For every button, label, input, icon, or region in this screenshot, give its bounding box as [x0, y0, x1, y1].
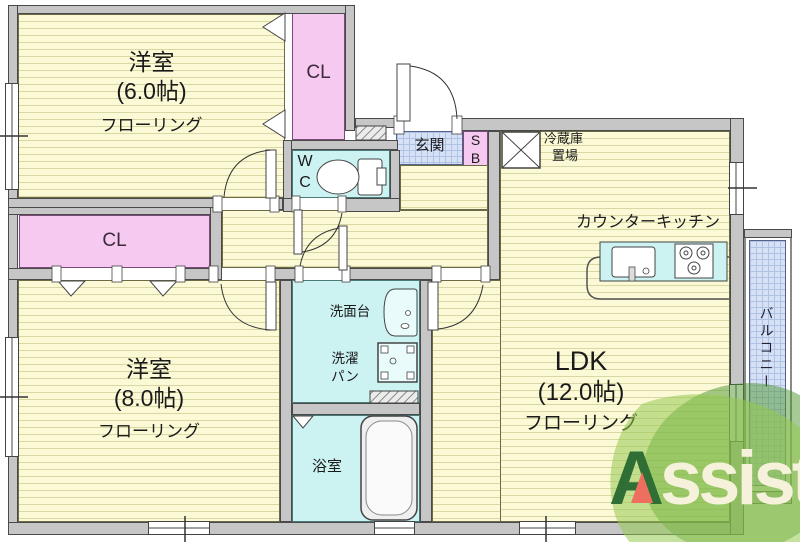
washstand-basin [383, 288, 418, 337]
closet-top [292, 13, 345, 140]
wall [292, 403, 420, 415]
toilet [316, 158, 387, 196]
wc-label: W C [293, 151, 317, 193]
logo-rest: ssist [659, 436, 800, 521]
door-arcs [220, 65, 484, 331]
ldk-name: LDK [554, 346, 608, 376]
room8-name: 洋室 [126, 356, 172, 382]
stove [674, 243, 714, 279]
room6-floor-label: フローリング [100, 116, 203, 135]
pipe-shaft-hatch [369, 390, 419, 404]
bath-label: 浴室 [311, 458, 342, 475]
wc-line1: W [297, 153, 313, 170]
ldk-size-label: (12.0帖) [537, 379, 625, 406]
dimension-ticks [0, 135, 757, 542]
laundry-pan-label: 洗濯 パン [310, 350, 380, 386]
room6-size: (6.0帖) [116, 77, 187, 104]
logo-red-triangle [631, 472, 653, 503]
balcony-label: バルコニー [758, 305, 775, 391]
closet-top-label: CL [306, 62, 331, 83]
room8-label: 洋室 (8.0帖) [18, 355, 280, 413]
wall [488, 131, 500, 280]
ldk-label: LDK [432, 345, 730, 379]
logo-text: Assist [609, 441, 800, 517]
ldk-floor-label: フローリング [523, 413, 638, 434]
counter-kitchen-label: カウンターキッチン [575, 214, 720, 231]
pipe-shaft-hatch [355, 125, 387, 141]
door-jambs [51, 115, 491, 283]
closet-left [19, 215, 210, 268]
shoebox-label: S B [463, 131, 488, 167]
wall [345, 5, 355, 131]
washstand-label: 洗面台 [329, 304, 371, 319]
genkan-label: 玄関 [414, 137, 445, 154]
room6-floor [18, 14, 285, 198]
room6-name: 洋室 [128, 49, 175, 75]
room6-label: 洋室 (6.0帖) [18, 48, 285, 106]
laundry-line2: パン [331, 369, 359, 384]
wc-line2: C [299, 174, 311, 191]
genkan-floor [396, 131, 463, 165]
genkan-hall-floor [400, 165, 488, 210]
room8-floor-label: フローリング [98, 422, 200, 441]
kitchen-counter [586, 241, 729, 300]
door-leaves [265, 63, 439, 331]
ldk-floor-lower [432, 280, 501, 522]
wall [420, 280, 432, 522]
fridge-label: 冷蔵庫 置場 [544, 130, 604, 164]
closet-door-markers [56, 12, 315, 429]
fridge-line2: 置場 [552, 148, 579, 163]
washing-machine-pan [377, 342, 418, 383]
sb-line1: S [470, 132, 481, 148]
closet-left-label: CL [102, 230, 127, 251]
wall [280, 280, 292, 522]
sb-line2: B [470, 150, 481, 166]
laundry-line1: 洗濯 [331, 351, 359, 366]
fridge-space-box [501, 131, 541, 169]
bathtub [360, 415, 418, 521]
room8-size: (8.0帖) [113, 384, 185, 411]
logo-leaf-light [610, 394, 800, 542]
balcony-top-wall [744, 229, 792, 238]
fridge-line1: 冷蔵庫 [544, 131, 584, 146]
